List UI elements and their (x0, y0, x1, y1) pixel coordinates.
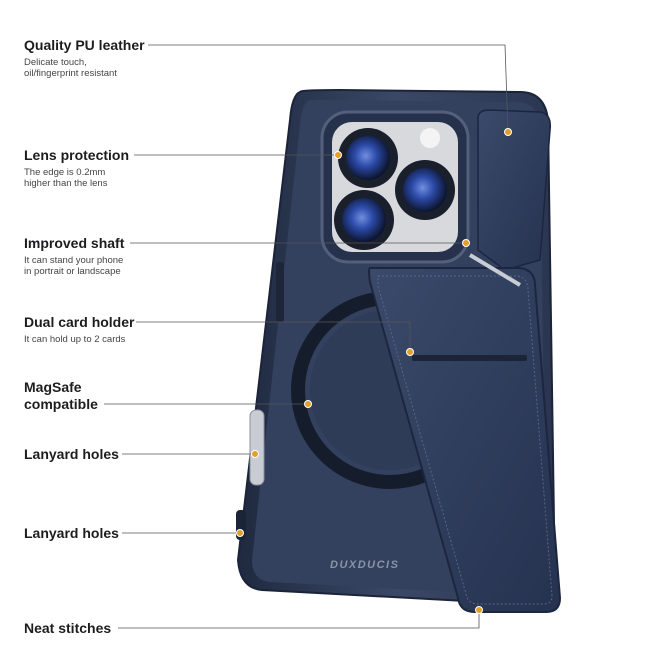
feature-title: MagSafe (24, 379, 82, 395)
feature-desc-line: The edge is 0.2mm (24, 167, 106, 178)
dot-stitches (475, 606, 483, 614)
dot-card (406, 348, 414, 356)
feature-title: Lanyard holes (24, 446, 119, 462)
leather-kickstand (368, 109, 562, 613)
feature-title: Lanyard holes (24, 525, 119, 541)
feature-lanyard-holes-1: Lanyard holes (24, 446, 119, 463)
lens-top (346, 136, 390, 180)
feature-title: Lens protection (24, 147, 130, 163)
lens-right (403, 168, 447, 212)
brand-logo: DUXDUCIS (330, 559, 399, 571)
feature-improved-shaft: Improved shaft It can stand your phone i… (24, 235, 124, 277)
feature-desc-line: Delicate touch, (24, 57, 87, 68)
camera-module (320, 110, 470, 264)
feature-magsafe: MagSafe compatible (24, 379, 98, 413)
callout-lines (104, 44, 509, 629)
feature-title: Improved shaft (24, 235, 125, 251)
feature-desc-line: in portrait or landscape (24, 266, 121, 277)
feature-title-line2: compatible (24, 396, 98, 412)
feature-lens-protection: Lens protection The edge is 0.2mm higher… (24, 147, 129, 189)
dot-lanyard-1 (251, 450, 259, 458)
dot-shaft (462, 239, 470, 247)
feature-title: Neat stitches (24, 620, 112, 636)
feature-desc-line: oil/fingerprint resistant (24, 68, 117, 79)
shaft-hinge (468, 253, 522, 287)
feature-desc-line: It can stand your phone (24, 255, 124, 266)
dot-magsafe (304, 400, 312, 408)
feature-desc-line: higher than the lens (24, 178, 108, 189)
card-slot (412, 355, 527, 361)
feature-quality-leather: Quality PU leather Delicate touch, oil/f… (24, 37, 145, 79)
flash (420, 128, 440, 148)
feature-dual-card-holder: Dual card holder It can hold up to 2 car… (24, 314, 134, 345)
feature-desc-line: It can hold up to 2 cards (24, 334, 126, 345)
callout-dots (236, 128, 512, 614)
feature-neat-stitches: Neat stitches (24, 620, 111, 637)
dot-leather (504, 128, 512, 136)
feature-title: Dual card holder (24, 314, 135, 330)
feature-title: Quality PU leather (24, 37, 145, 53)
feature-lanyard-holes-2: Lanyard holes (24, 525, 119, 542)
lens-bottom (342, 198, 386, 242)
lanyard-hole-upper (249, 409, 265, 486)
dot-lens (334, 151, 342, 159)
side-button-slot (276, 262, 284, 322)
dot-lanyard-2 (236, 529, 244, 537)
